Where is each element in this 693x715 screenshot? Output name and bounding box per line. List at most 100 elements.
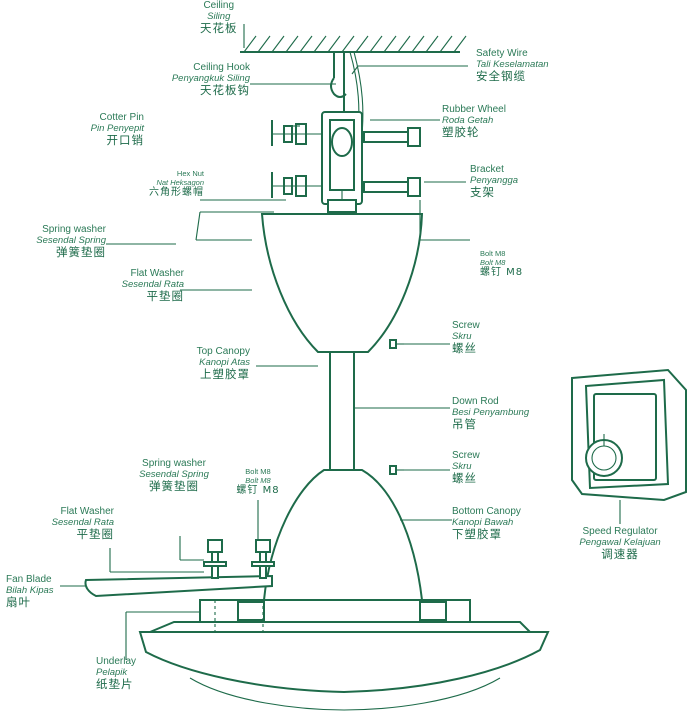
hex-nut-en: Hex Nut	[176, 169, 204, 178]
underlay-cn: 纸垫片	[96, 677, 134, 692]
bolt-bottom-left-graphic	[203, 539, 227, 579]
screw-bottom-my: Skru	[452, 460, 472, 472]
spring-washer-bottom-my: Sesendal Spring	[139, 468, 209, 480]
label-cotter-pin: Cotter Pin Pin Penyepit 开口销	[60, 112, 144, 148]
cotter-pin-graphic	[271, 120, 322, 146]
speed-regulator-graphic	[571, 368, 687, 502]
fan-blade-en: Fan Blade	[6, 574, 52, 585]
speed-regulator-my: Pengawal Kelajuan	[579, 536, 661, 548]
underlay-en: Underlay	[96, 656, 137, 667]
flat-washer-top-my: Sesendal Rata	[121, 278, 184, 290]
screw-top-graphic	[389, 339, 404, 349]
bottom-canopy-cn: 下塑胶罩	[452, 527, 502, 542]
fan-blade-graphic	[84, 574, 273, 598]
motor-housing-graphic	[138, 599, 550, 711]
safety-wire-my: Tali Keselamatan	[476, 58, 549, 70]
label-safety-wire: Safety Wire Tali Keselamatan 安全钢缆	[476, 48, 549, 84]
spring-washer-bottom-en: Spring washer	[142, 458, 206, 469]
rubber-wheel-cn: 塑胶轮	[442, 125, 480, 140]
bracket-cn: 支架	[470, 185, 495, 200]
bracket-en: Bracket	[470, 164, 504, 175]
label-fan-blade: Fan Blade Bilah Kipas 扇叶	[6, 574, 54, 610]
top-canopy-en: Top Canopy	[196, 346, 250, 357]
spring-washer-top-my: Sesendal Spring	[36, 234, 106, 246]
speed-regulator-en: Speed Regulator	[582, 526, 658, 537]
label-flat-washer-top: Flat Washer Sesendal Rata 平垫圈	[90, 268, 184, 304]
ceiling-hook-cn: 天花板钩	[200, 83, 250, 98]
bolt-upper-graphic	[363, 127, 421, 147]
hex-nut-my: Nat Heksagon	[156, 177, 204, 187]
label-hex-nut: Hex Nut Nat Heksagon 六角形螺帽	[110, 169, 204, 199]
cotter-pin-cn: 开口销	[106, 133, 144, 148]
screw-bottom-cn: 螺丝	[452, 471, 477, 486]
flat-washer-bottom-en: Flat Washer	[60, 506, 114, 517]
bolt-m8-bottom-my: Bolt M8	[245, 475, 271, 485]
label-flat-washer-bottom: Flat Washer Sesendal Rata 平垫圈	[30, 506, 114, 542]
bottom-canopy-en: Bottom Canopy	[452, 506, 521, 517]
bolt-lower-graphic	[363, 177, 421, 197]
screw-bottom-en: Screw	[452, 450, 480, 461]
top-canopy-graphic	[260, 213, 424, 353]
top-canopy-my: Kanopi Atas	[199, 356, 250, 368]
flat-washer-top-cn: 平垫圈	[146, 289, 184, 304]
hex-nut-cn: 六角形螺帽	[149, 187, 204, 199]
bottom-canopy-my: Kanopi Bawah	[452, 516, 514, 528]
spring-washer-bottom-cn: 弹簧垫圈	[149, 479, 199, 494]
spring-washer-top-cn: 弹簧垫圈	[56, 245, 106, 260]
label-rubber-wheel: Rubber Wheel Roda Getah 塑胶轮	[442, 104, 506, 140]
screw-top-cn: 螺丝	[452, 341, 477, 356]
leader-lines	[60, 24, 621, 660]
label-screw-bottom: Screw Skru 螺丝	[452, 450, 480, 486]
hex-nut-graphic	[271, 172, 322, 198]
bolt-bottom-right-graphic	[251, 539, 275, 579]
label-speed-regulator: Speed Regulator Pengawal Kelajuan 调速器	[564, 526, 676, 562]
down-rod-graphic	[329, 351, 355, 471]
screw-top-my: Skru	[452, 330, 472, 342]
ceiling-my: Siling	[207, 10, 231, 22]
fan-blade-my: Bilah Kipas	[6, 584, 54, 596]
label-bracket: Bracket Penyangga 支架	[470, 164, 518, 200]
rubber-wheel-my: Roda Getah	[442, 114, 494, 126]
flat-washer-top-en: Flat Washer	[130, 268, 184, 279]
ceiling-hook-my: Penyangkuk Siling	[171, 72, 250, 84]
ceiling-hook-en: Ceiling Hook	[193, 62, 250, 73]
speed-regulator-cn: 调速器	[601, 547, 639, 562]
bolt-m8-bottom-cn: 螺钉 M8	[236, 485, 280, 497]
bolt-m8-bottom-en: Bolt M8	[245, 467, 271, 476]
bracket-my: Penyangga	[470, 174, 519, 186]
top-canopy-cn: 上塑胶罩	[200, 367, 250, 382]
down-rod-en: Down Rod	[452, 396, 499, 407]
label-down-rod: Down Rod Besi Penyambung 吊管	[452, 396, 529, 432]
safety-wire-cn: 安全钢缆	[476, 69, 526, 84]
bolt-m8-top-en: Bolt M8	[480, 249, 506, 258]
bolt-m8-top-cn: 螺钉 M8	[480, 267, 524, 279]
bracket-graphic	[321, 111, 363, 213]
down-rod-my: Besi Penyambung	[452, 406, 530, 418]
flat-washer-bottom-my: Sesendal Rata	[51, 516, 114, 528]
cotter-pin-my: Pin Penyepit	[90, 122, 144, 134]
cotter-pin-en: Cotter Pin	[99, 112, 144, 123]
bolt-m8-top-my: Bolt M8	[480, 257, 506, 267]
down-rod-cn: 吊管	[452, 417, 477, 432]
label-bolt-m8-top: Bolt M8 Bolt M8 螺钉 M8	[480, 249, 524, 279]
screw-bottom-graphic	[389, 465, 404, 475]
label-bolt-m8-bottom: Bolt M8 Bolt M8 螺钉 M8	[228, 467, 288, 497]
flat-washer-bottom-cn: 平垫圈	[76, 527, 114, 542]
label-bottom-canopy: Bottom Canopy Kanopi Bawah 下塑胶罩	[452, 506, 521, 542]
label-spring-washer-top: Spring washer Sesendal Spring 弹簧垫圈	[6, 224, 106, 260]
screw-top-en: Screw	[452, 320, 480, 331]
rubber-wheel-en: Rubber Wheel	[442, 104, 506, 115]
ceiling-en: Ceiling	[203, 0, 235, 11]
label-screw-top: Screw Skru 螺丝	[452, 320, 480, 356]
spring-washer-top-en: Spring washer	[42, 224, 106, 235]
label-spring-washer-bottom: Spring washer Sesendal Spring 弹簧垫圈	[124, 458, 224, 494]
ceiling-cn: 天花板	[200, 21, 238, 36]
underlay-my: Pelapik	[96, 666, 128, 678]
label-ceiling-hook: Ceiling Hook Penyangkuk Siling 天花板钩	[150, 62, 250, 98]
ceiling-hook-graphic	[330, 52, 347, 120]
label-ceiling: Ceiling Siling 天花板	[200, 0, 238, 36]
label-top-canopy: Top Canopy Kanopi Atas 上塑胶罩	[150, 346, 250, 382]
ceiling-graphic	[240, 35, 467, 53]
